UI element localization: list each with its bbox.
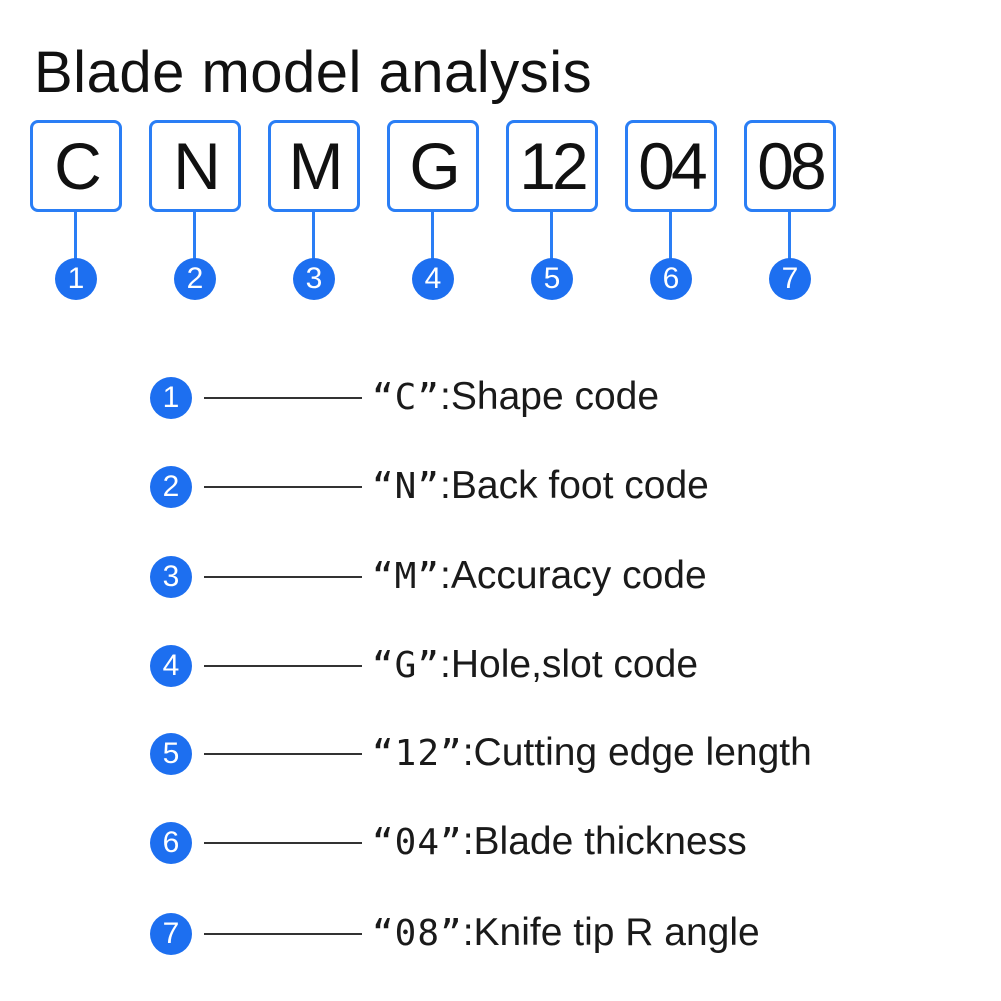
code-box-1: C [30,120,122,212]
number-badge-2: 2 [174,258,216,300]
legend-badge-6: 6 [150,822,192,864]
code-box-6: 04 [625,120,717,212]
number-badge-1: 1 [55,258,97,300]
legend-item-1: 1 “C”:Shape code [0,368,1001,428]
legend-code-7: “08” [372,913,463,954]
code-diagram: C 1 N 2 M 3 G 4 12 5 04 6 08 7 [0,0,1001,320]
legend-text-2: “N”:Back foot code [372,463,709,510]
number-badge-4: 4 [412,258,454,300]
legend-code-4: “G” [372,645,441,686]
legend-code-1: “C” [372,377,441,418]
legend-desc-3: :Accuracy code [440,554,707,597]
connector-line-3 [312,212,315,262]
code-box-3: M [268,120,360,212]
legend-text-3: “M”:Accuracy code [372,553,707,600]
page-title: Blade model analysis [34,40,593,105]
legend-item-5: 5 “12”:Cutting edge length [0,724,1001,784]
connector-line-7 [788,212,791,262]
legend-badge-7: 7 [150,913,192,955]
legend-text-7: “08”:Knife tip R angle [372,910,760,957]
number-badge-6: 6 [650,258,692,300]
legend-badge-2: 2 [150,466,192,508]
legend-desc-5: :Cutting edge length [462,731,812,774]
legend-line-1 [204,397,362,399]
legend-badge-4: 4 [150,645,192,687]
number-badge-7: 7 [769,258,811,300]
legend-desc-6: :Blade thickness [462,820,747,863]
legend-text-4: “G”:Hole,slot code [372,642,698,689]
legend-item-3: 3 “M”:Accuracy code [0,547,1001,607]
legend-badge-5: 5 [150,733,192,775]
legend-code-6: “04” [372,822,463,863]
code-box-7: 08 [744,120,836,212]
legend-desc-1: :Shape code [440,375,660,418]
legend-item-7: 7 “08”:Knife tip R angle [0,904,1001,964]
connector-line-2 [193,212,196,262]
legend-item-6: 6 “04”:Blade thickness [0,813,1001,873]
connector-line-1 [74,212,77,262]
legend-code-2: “N” [372,466,441,507]
legend-desc-4: :Hole,slot code [440,643,699,686]
connector-line-5 [550,212,553,262]
code-box-2: N [149,120,241,212]
code-box-5: 12 [506,120,598,212]
number-badge-5: 5 [531,258,573,300]
connector-line-4 [431,212,434,262]
legend-line-2 [204,486,362,488]
legend-desc-7: :Knife tip R angle [462,911,760,954]
legend-line-5 [204,753,362,755]
legend-line-4 [204,665,362,667]
legend-code-5: “12” [372,733,463,774]
legend-badge-1: 1 [150,377,192,419]
legend-item-4: 4 “G”:Hole,slot code [0,636,1001,696]
legend-text-6: “04”:Blade thickness [372,819,747,866]
legend-text-5: “12”:Cutting edge length [372,730,812,777]
legend-line-7 [204,933,362,935]
legend-code-3: “M” [372,556,441,597]
connector-line-6 [669,212,672,262]
legend-badge-3: 3 [150,556,192,598]
code-box-4: G [387,120,479,212]
legend-item-2: 2 “N”:Back foot code [0,457,1001,517]
number-badge-3: 3 [293,258,335,300]
legend-line-6 [204,842,362,844]
legend-text-1: “C”:Shape code [372,374,659,421]
legend-desc-2: :Back foot code [440,464,709,507]
legend-line-3 [204,576,362,578]
